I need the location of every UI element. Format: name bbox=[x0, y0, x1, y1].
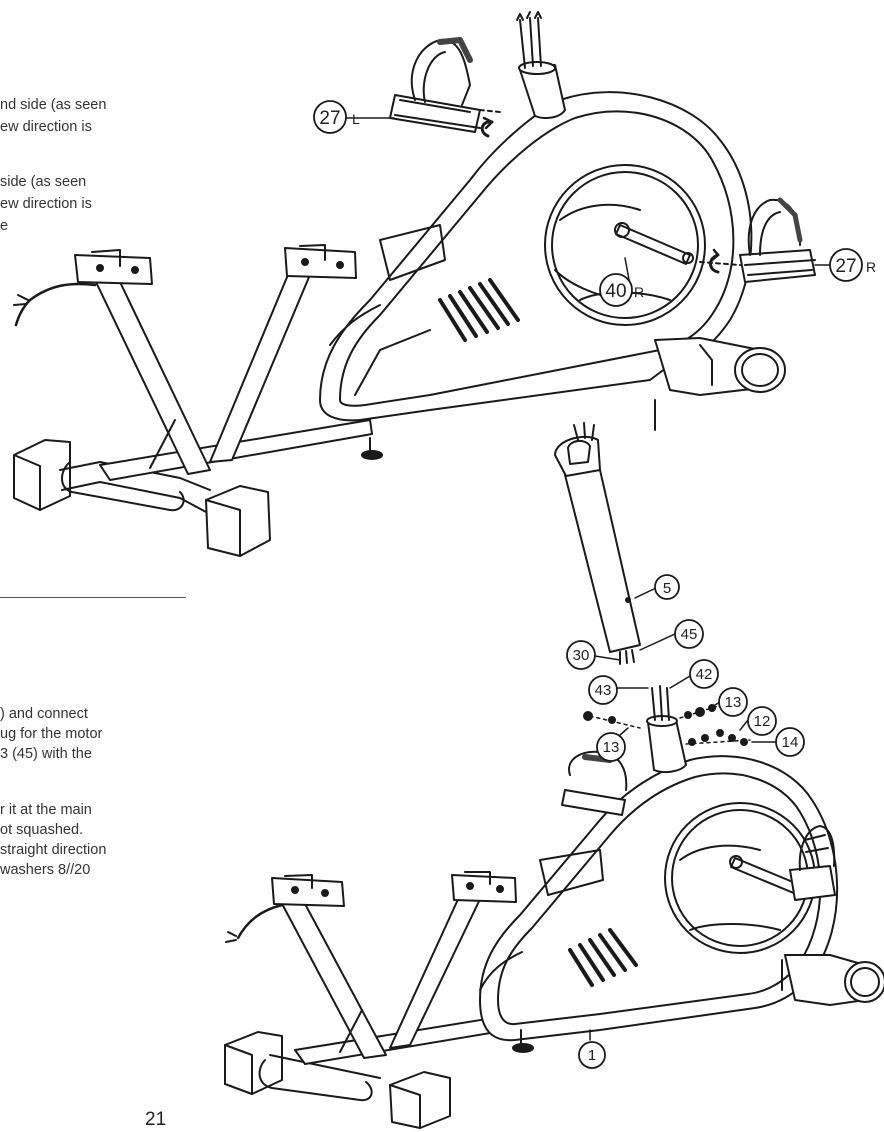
callout-27r-suffix: R bbox=[866, 259, 876, 275]
callout-43: 43 bbox=[595, 682, 612, 699]
top-instruction-line-3: side (as seen bbox=[0, 174, 87, 190]
callout-1: 1 bbox=[588, 1047, 596, 1064]
callout-45: 45 bbox=[681, 626, 698, 643]
callout-14: 14 bbox=[782, 734, 799, 751]
top-instruction-line-2: ew direction is bbox=[0, 119, 92, 135]
callout-27r: 27 bbox=[835, 256, 856, 277]
callout-42: 42 bbox=[696, 666, 713, 683]
bottom-instruction-line-3: 3 (45) with the bbox=[0, 746, 92, 762]
callout-27l: 27 bbox=[319, 108, 340, 129]
bottom-instruction-line-7: washers 8//20 bbox=[0, 862, 91, 878]
callout-40r: 40 bbox=[605, 281, 626, 302]
callout-27l-suffix: L bbox=[352, 111, 360, 127]
bottom-instruction-line-6: straight direction bbox=[0, 842, 107, 858]
callout-40r-suffix: R bbox=[634, 284, 644, 300]
bottom-bike-illustration bbox=[224, 422, 884, 1129]
section-divider bbox=[0, 597, 186, 598]
page-number: 21 bbox=[145, 1109, 167, 1130]
bottom-instruction-line-1: ) and connect bbox=[0, 706, 88, 722]
bottom-instruction-line-4: r it at the main bbox=[0, 802, 92, 818]
top-instruction-line-1: nd side (as seen bbox=[0, 97, 107, 113]
callout-13-top: 13 bbox=[725, 694, 742, 711]
callout-30: 30 bbox=[573, 647, 590, 664]
callout-13-bottom: 13 bbox=[603, 739, 620, 756]
callout-5: 5 bbox=[663, 580, 671, 597]
bottom-instruction-line-2: ug for the motor bbox=[0, 726, 103, 742]
callout-12: 12 bbox=[754, 713, 771, 730]
top-instruction-line-5: e bbox=[0, 218, 9, 234]
top-instruction-line-4: ew direction is bbox=[0, 196, 92, 212]
bottom-instruction-line-5: ot squashed. bbox=[0, 822, 84, 838]
top-bike-illustration bbox=[13, 11, 816, 557]
